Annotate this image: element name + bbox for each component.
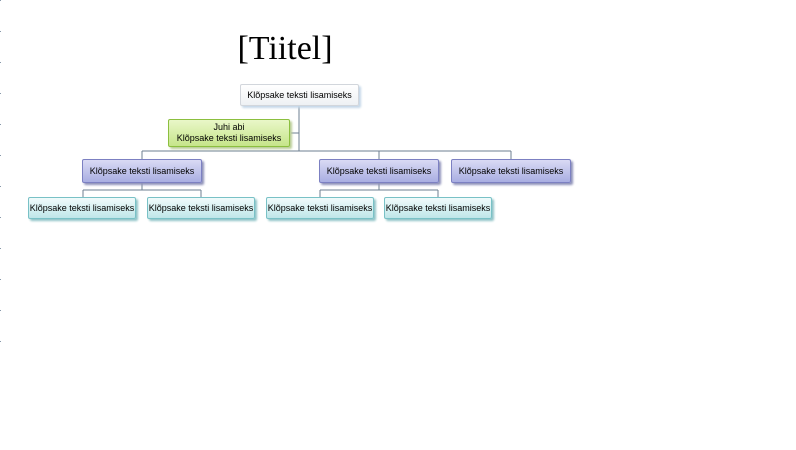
org-node-leaf-1[interactable]: Klõpsake teksti lisamiseks: [28, 197, 136, 219]
org-node-manager-1[interactable]: Klõpsake teksti lisamiseks: [82, 159, 202, 183]
org-node-top[interactable]: Klõpsake teksti lisamiseks: [240, 84, 359, 106]
org-node-leaf-1-label: Klõpsake teksti lisamiseks: [29, 202, 135, 213]
org-node-manager-2[interactable]: Klõpsake teksti lisamiseks: [319, 159, 439, 183]
org-node-manager-3-label: Klõpsake teksti lisamiseks: [458, 165, 564, 176]
org-node-leaf-3-label: Klõpsake teksti lisamiseks: [267, 202, 373, 213]
org-node-assistant-title: Juhi abi: [213, 122, 245, 132]
org-node-leaf-2-label: Klõpsake teksti lisamiseks: [148, 202, 254, 213]
org-node-leaf-2[interactable]: Klõpsake teksti lisamiseks: [147, 197, 255, 219]
slide-title[interactable]: [Tiitel]: [237, 30, 333, 67]
org-node-leaf-4-label: Klõpsake teksti lisamiseks: [385, 202, 491, 213]
org-node-assistant[interactable]: Juhi abi Klõpsake teksti lisamiseks: [168, 119, 290, 147]
org-node-leaf-4[interactable]: Klõpsake teksti lisamiseks: [384, 197, 492, 219]
org-node-top-label: Klõpsake teksti lisamiseks: [247, 89, 352, 100]
org-node-manager-1-label: Klõpsake teksti lisamiseks: [89, 165, 195, 176]
org-node-assistant-label: Klõpsake teksti lisamiseks: [176, 133, 282, 143]
org-node-leaf-3[interactable]: Klõpsake teksti lisamiseks: [266, 197, 374, 219]
org-node-manager-3[interactable]: Klõpsake teksti lisamiseks: [451, 159, 571, 183]
left-edge-marks: [0, 0, 2, 450]
org-node-manager-2-label: Klõpsake teksti lisamiseks: [326, 165, 432, 176]
